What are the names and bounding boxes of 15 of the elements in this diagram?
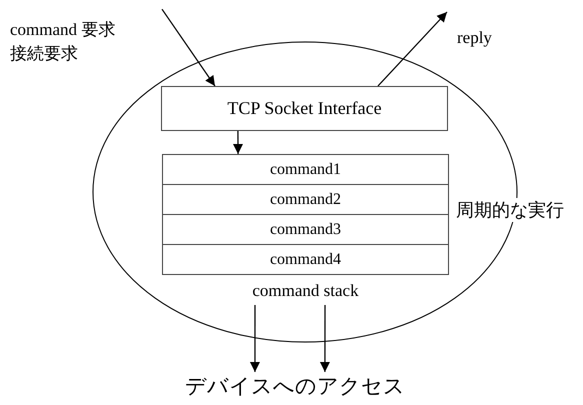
interface-box: TCP Socket Interface	[161, 86, 448, 131]
stack-row: command2	[162, 184, 449, 215]
stack-row: command4	[162, 244, 449, 275]
stack-caption: command stack	[252, 281, 359, 300]
edge-label: reply	[457, 28, 492, 48]
request-label: command 要求接続要求	[10, 19, 116, 65]
stack-row: command3	[162, 214, 449, 245]
arrow	[320, 305, 330, 372]
arrow	[162, 8, 216, 86]
note-label: 周期的な実行	[456, 198, 564, 222]
arrow	[250, 305, 260, 372]
arrow	[233, 131, 243, 154]
arrow	[378, 12, 448, 86]
target-label: デバイスへのアクセス	[185, 374, 405, 398]
stack-row: command1	[162, 154, 449, 185]
